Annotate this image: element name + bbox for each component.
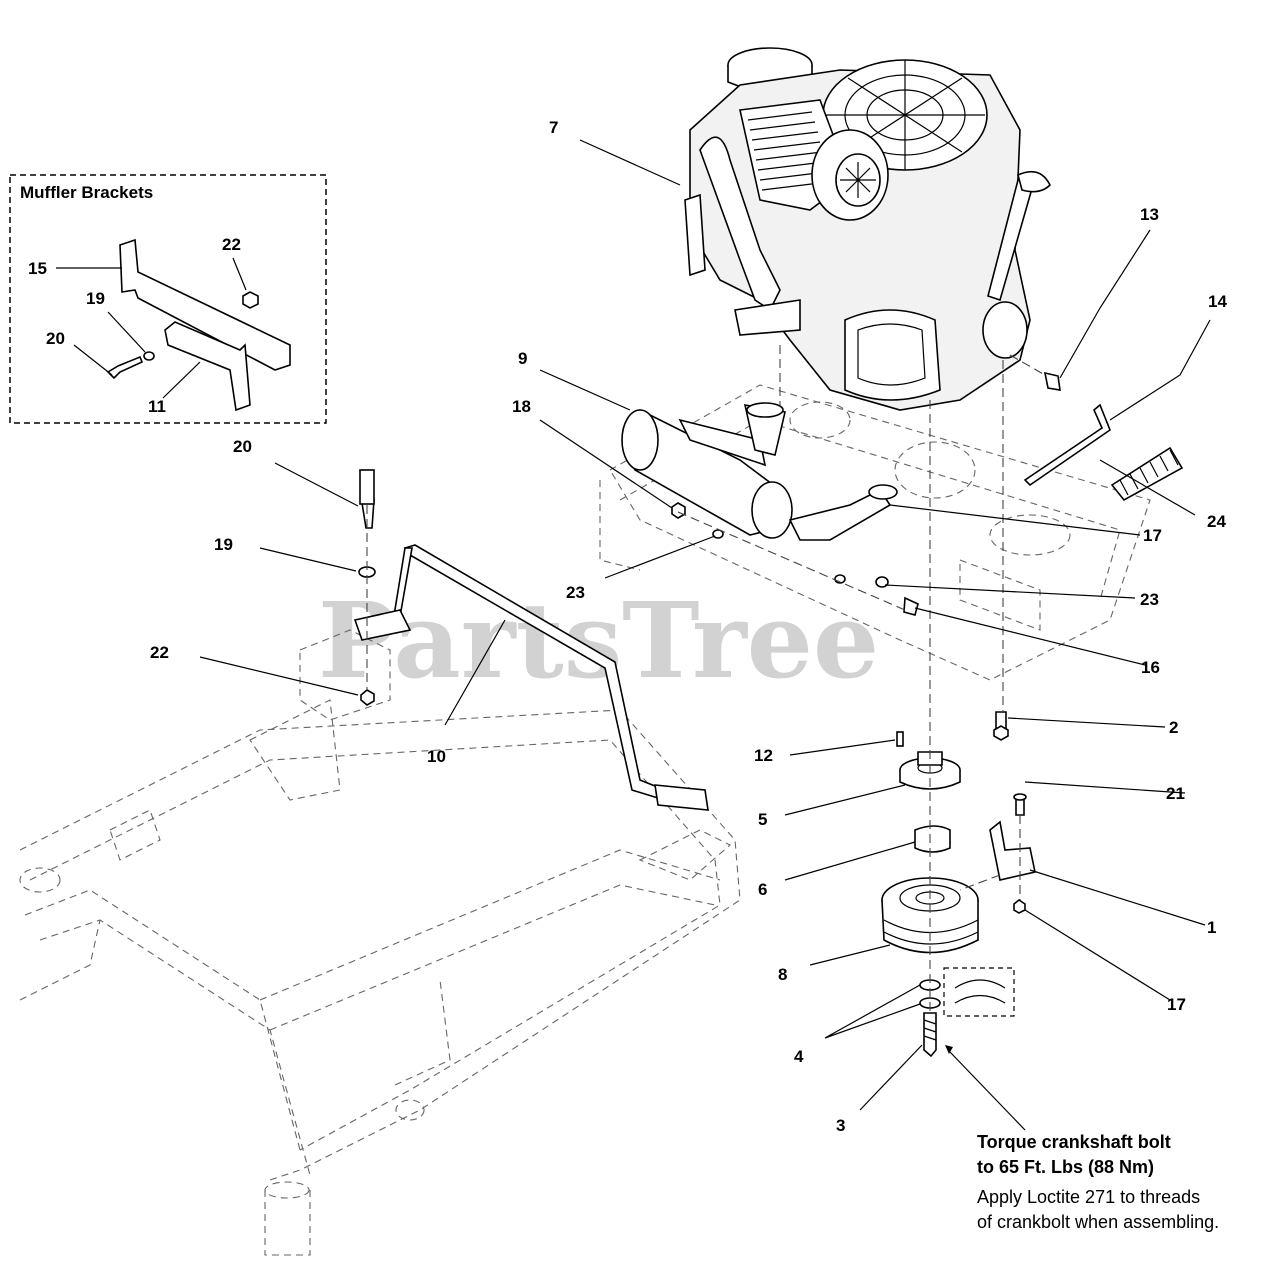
pto-clutch-8 [881, 877, 979, 954]
clutch-washers-4 [919, 967, 1015, 1017]
torque-note: Torque crankshaft bolt to 65 Ft. Lbs (88… [977, 1132, 1219, 1232]
callout-20-inset: 20 [46, 329, 65, 348]
bolt-20-inset [106, 355, 144, 380]
callout-11: 11 [148, 397, 166, 416]
callout-9: 9 [518, 349, 527, 368]
callout-22-main: 22 [150, 643, 169, 662]
callout-18: 18 [512, 397, 531, 416]
callout-1: 1 [1207, 918, 1216, 937]
callout-7: 7 [549, 118, 558, 137]
engine-deck-plate [599, 384, 1151, 681]
callout-17-lower: 17 [1167, 995, 1186, 1014]
muffler-9 [621, 402, 898, 541]
small-hardware [671, 502, 1027, 914]
fuel-line-14 [1023, 371, 1111, 487]
callout-20-main: 20 [233, 437, 252, 456]
note-line-2: to 65 Ft. Lbs (88 Nm) [977, 1157, 1154, 1177]
callout-14: 14 [1208, 292, 1227, 311]
callout-13: 13 [1140, 205, 1159, 224]
callout-12: 12 [754, 746, 773, 765]
note-line-4: of crankbolt when assembling. [977, 1212, 1219, 1232]
nut-22-inset [242, 291, 259, 309]
callout-22-inset: 22 [222, 235, 241, 254]
muffler-bracket-11 [164, 321, 251, 412]
spacer-6 [914, 825, 951, 853]
callout-15: 15 [28, 259, 47, 278]
callout-labels: 1 2 3 4 5 6 7 8 9 10 11 12 13 14 15 16 1… [28, 118, 1227, 1135]
fuel-line-sleeve-24 [1110, 446, 1184, 502]
note-line-3: Apply Loctite 271 to threads [977, 1187, 1200, 1207]
watermark-text: PartsTree [318, 579, 879, 702]
assembly-lines [366, 345, 1046, 1013]
callout-5: 5 [758, 810, 767, 829]
inset-title: Muffler Brackets [20, 183, 153, 202]
callout-8: 8 [778, 965, 787, 984]
callout-4: 4 [794, 1047, 804, 1066]
washer-19-inset [143, 351, 155, 361]
callout-17-upper: 17 [1143, 526, 1162, 545]
crankshaft-bolt-3 [923, 1012, 937, 1058]
callout-23-right: 23 [1140, 590, 1159, 609]
callout-3: 3 [836, 1116, 845, 1135]
callout-2: 2 [1169, 718, 1178, 737]
callout-6: 6 [758, 880, 767, 899]
stabilizer-rod-10 [353, 469, 709, 811]
clutch-bracket-1 [989, 820, 1036, 881]
callout-21: 21 [1166, 784, 1185, 803]
callout-23-left: 23 [566, 583, 585, 602]
callout-24: 24 [1207, 512, 1226, 531]
engine-7 [684, 47, 1051, 411]
callout-16: 16 [1141, 658, 1160, 677]
muffler-bracket-15 [119, 238, 291, 371]
muffler-brackets-inset: Muffler Brackets [9, 174, 327, 424]
callout-19-main: 19 [214, 535, 233, 554]
mower-frame [19, 629, 741, 1256]
note-line-1: Torque crankshaft bolt [977, 1132, 1171, 1152]
leader-lines [56, 139, 1211, 1131]
callout-19-inset: 19 [86, 289, 105, 308]
callout-10: 10 [427, 747, 446, 766]
